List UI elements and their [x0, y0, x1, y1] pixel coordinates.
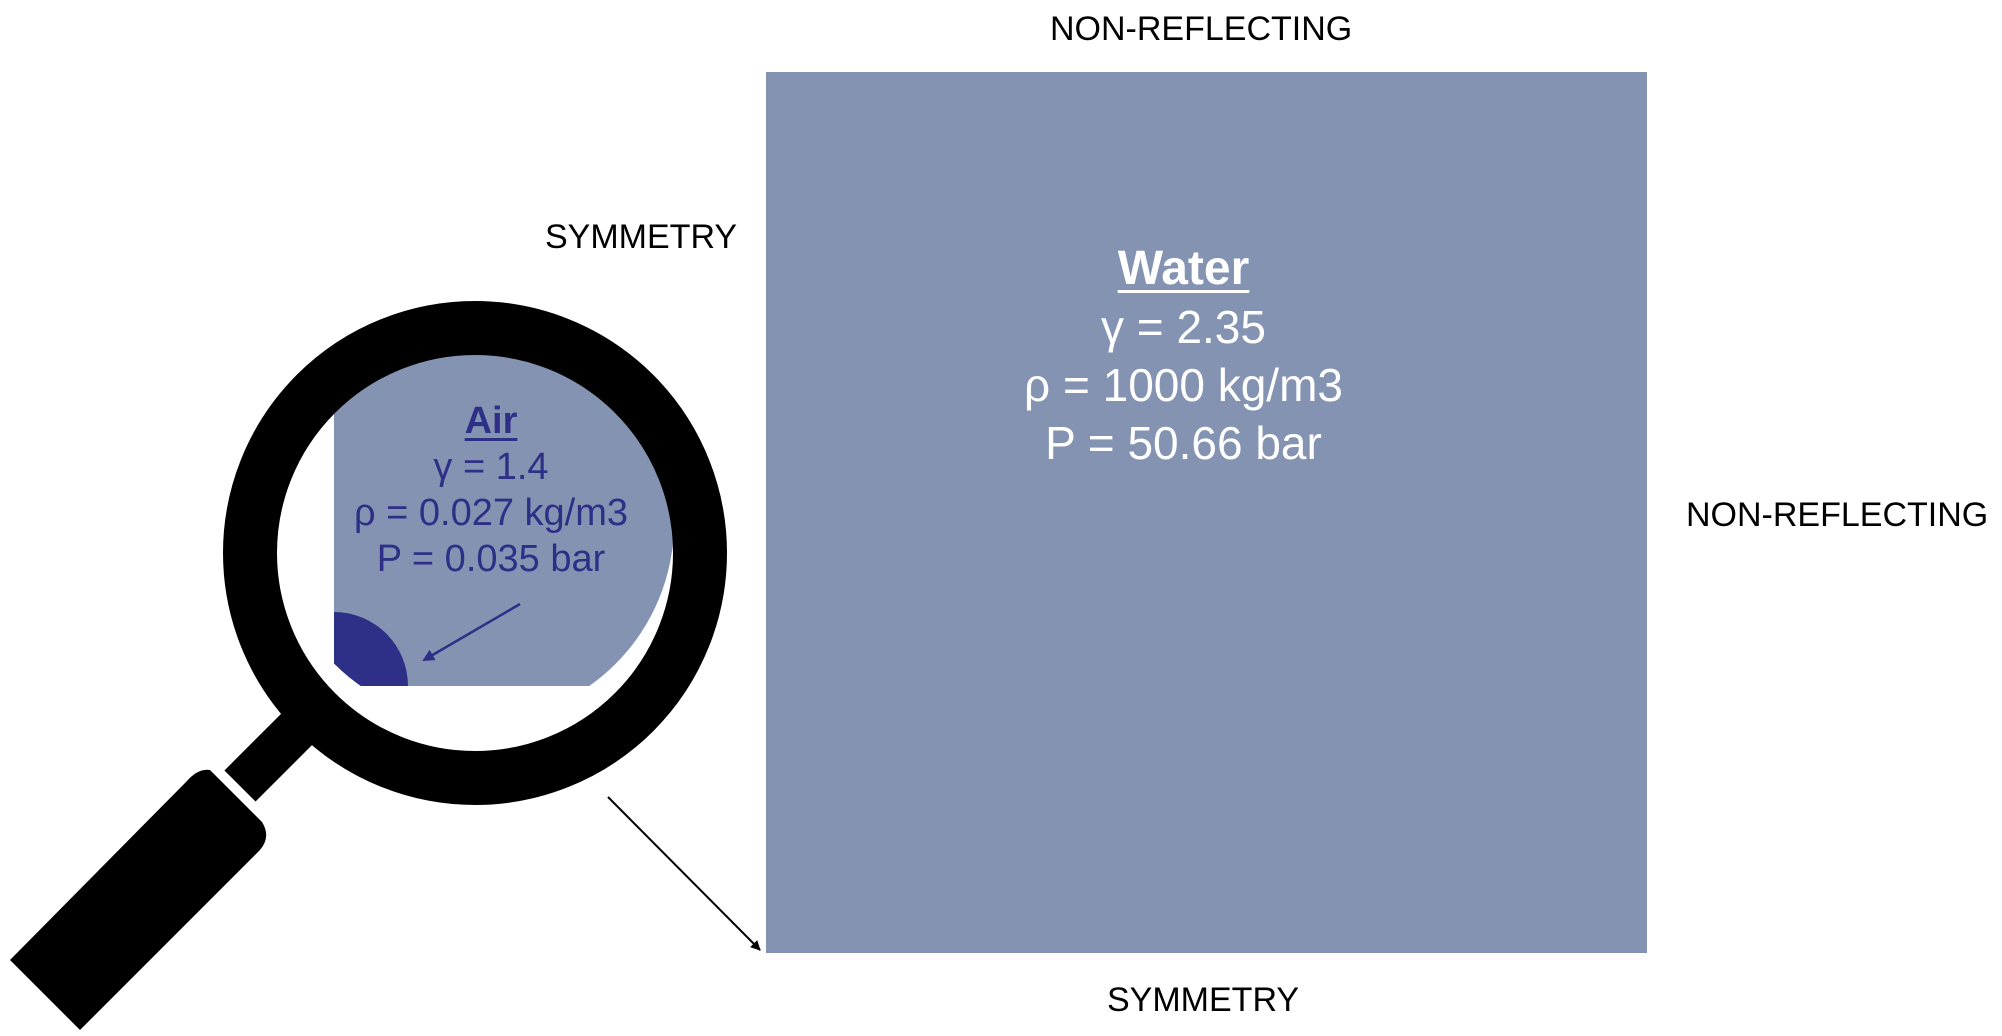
- boundary-label-bottom: SYMMETRY: [1107, 981, 1300, 1019]
- boundary-label-top: NON-REFLECTING: [1050, 10, 1353, 48]
- air-pressure: P = 0.035 bar: [376, 538, 606, 580]
- water-domain: [766, 72, 1647, 953]
- water-properties: Water γ = 2.35 ρ = 1000 kg/m3 P = 50.66 …: [706, 240, 1661, 472]
- air-title: Air: [464, 400, 518, 442]
- magnifier-handle: [10, 769, 267, 1030]
- water-gamma: γ = 2.35: [1101, 301, 1266, 353]
- air-density: ρ = 0.027 kg/m3: [353, 492, 629, 534]
- water-title: Water: [1117, 242, 1250, 295]
- boundary-label-right: NON-REFLECTING: [1686, 496, 1989, 534]
- magnifier-neck: [224, 712, 314, 802]
- zoom-arrow: [607, 796, 761, 951]
- water-pressure: P = 50.66 bar: [1045, 417, 1322, 469]
- boundary-label-left: SYMMETRY: [545, 218, 738, 256]
- air-properties: Air γ = 1.4 ρ = 0.027 kg/m3 P = 0.035 ba…: [335, 398, 647, 582]
- water-density: ρ = 1000 kg/m3: [1024, 359, 1343, 411]
- air-gamma: γ = 1.4: [433, 446, 549, 488]
